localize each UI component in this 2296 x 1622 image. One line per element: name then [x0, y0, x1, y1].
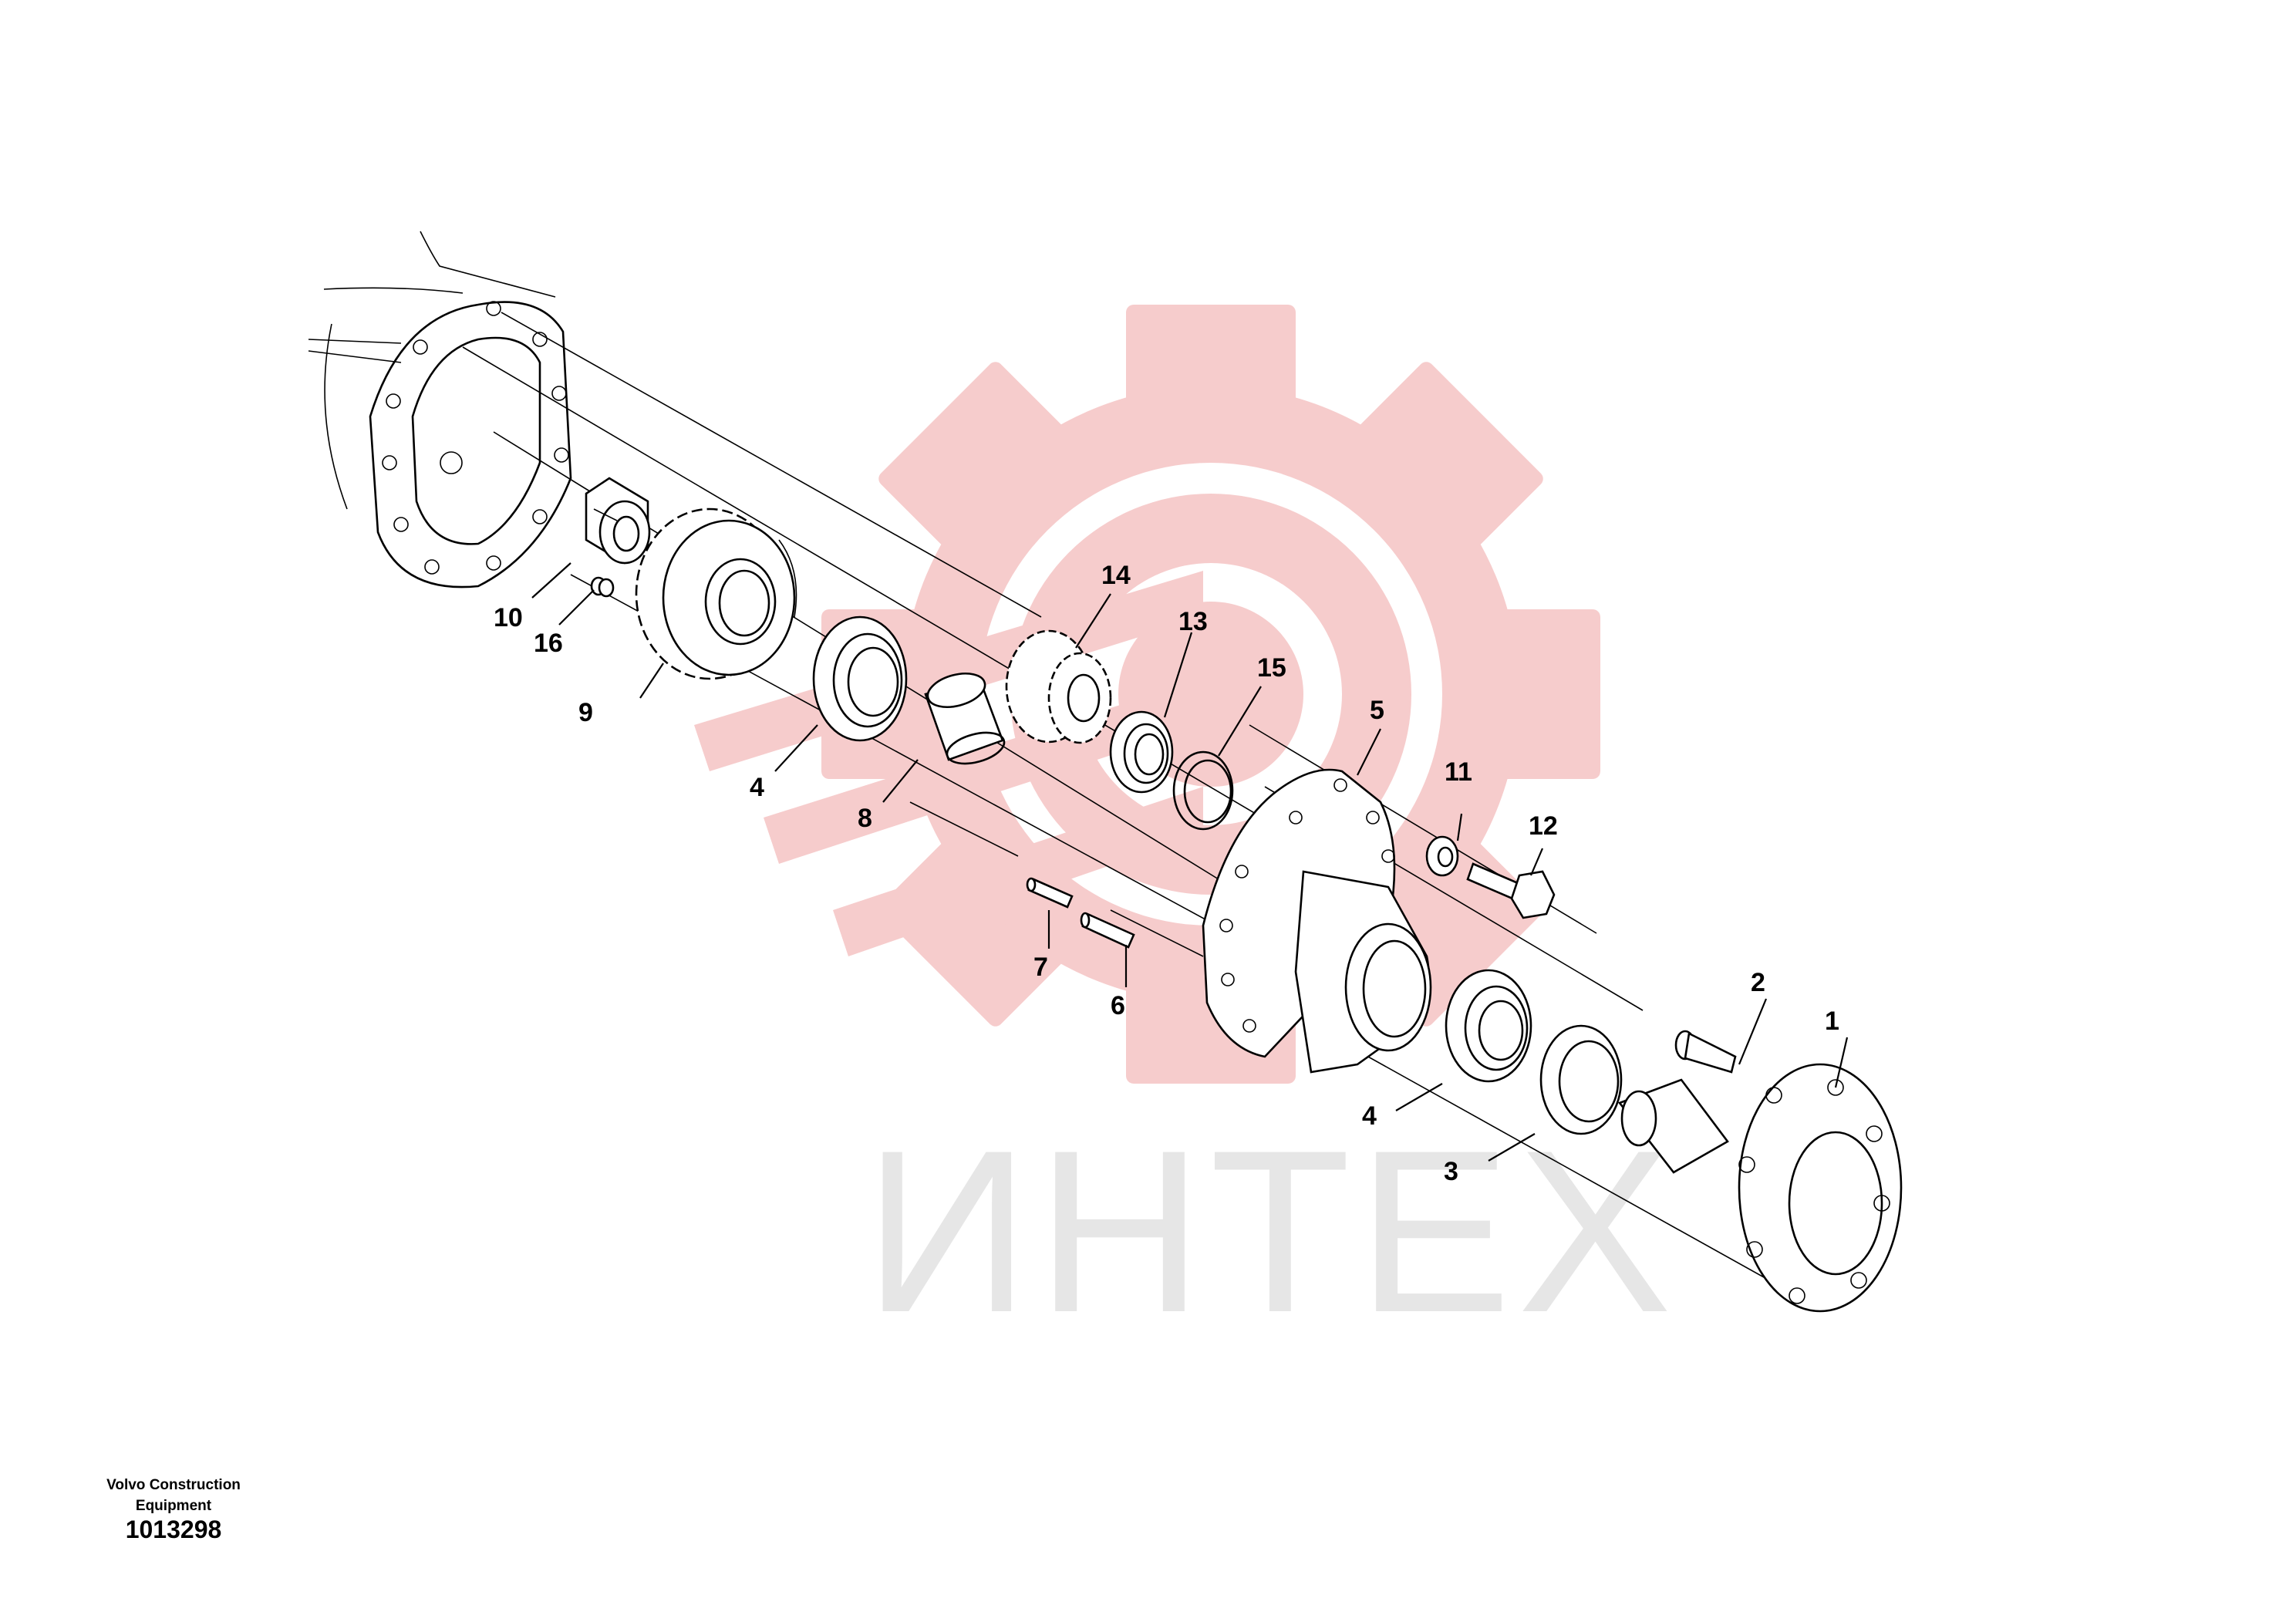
part-3-seal	[1539, 1024, 1623, 1135]
part-9-gear	[635, 508, 797, 680]
part-1-hub-flange	[1617, 1063, 1903, 1313]
callout-labels: 1 2 3 4 4 5 6 7 8 9 10 11 12 13 14 15 16	[494, 561, 1839, 1186]
part-10-nut	[585, 477, 651, 565]
callout-15: 15	[1257, 653, 1286, 683]
part-15-snap-ring	[1172, 750, 1234, 831]
callout-4-upper: 4	[750, 773, 764, 802]
callout-1: 1	[1825, 1007, 1839, 1036]
part-4-bearing-upper	[812, 615, 908, 742]
callout-2: 2	[1751, 968, 1765, 997]
footer-brand: Volvo Construction Equipment	[106, 1477, 241, 1514]
watermark-text: ИНТЕХ	[864, 1101, 1678, 1361]
callout-14: 14	[1101, 561, 1131, 590]
callout-11: 11	[1445, 757, 1472, 787]
callout-6: 6	[1111, 991, 1125, 1020]
leader-lines	[531, 562, 1849, 1162]
callout-10: 10	[494, 603, 523, 632]
part-6-pin	[1080, 912, 1135, 949]
part-14-sun-gear	[1005, 629, 1112, 744]
part-11-washer	[1425, 835, 1459, 877]
callout-8: 8	[858, 804, 872, 833]
callout-16: 16	[534, 629, 563, 658]
axle-housing	[308, 231, 572, 588]
callout-12: 12	[1529, 811, 1558, 841]
part-5-hub-carrier	[1202, 768, 1432, 1074]
part-13-bearing	[1109, 710, 1174, 794]
callout-9: 9	[578, 698, 593, 727]
part-16-plug	[590, 576, 615, 598]
drawing-number: 1013298	[125, 1516, 222, 1543]
part-7-pin	[1026, 877, 1074, 909]
part-2-stud	[1674, 1030, 1737, 1074]
callout-5: 5	[1370, 696, 1384, 725]
callout-7: 7	[1033, 953, 1048, 982]
part-8-sleeve	[924, 673, 1006, 765]
part-12-bolt	[1466, 862, 1556, 919]
callout-3: 3	[1444, 1157, 1458, 1186]
callout-13: 13	[1178, 607, 1208, 636]
part-4-bearing-lower	[1445, 969, 1532, 1083]
callout-4-lower: 4	[1362, 1101, 1377, 1131]
